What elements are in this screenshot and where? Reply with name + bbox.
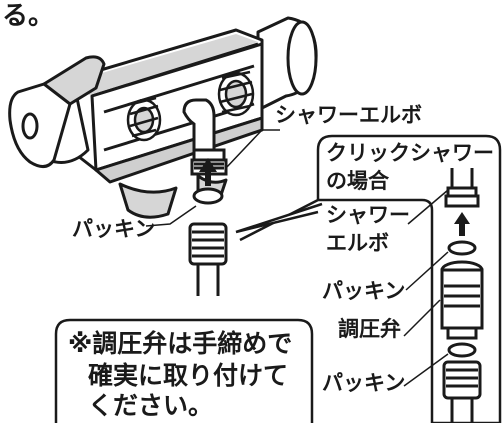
leader-lines [145, 129, 280, 227]
note-line1: ※調圧弁は手締めで [68, 329, 292, 358]
packing-ring-main [192, 187, 224, 205]
inlet-thread-left [126, 96, 162, 142]
label-shower-elbow-main: シャワーエルボ [275, 103, 422, 127]
top-text-fragment: る。 [2, 1, 54, 31]
label-packing-upper: パッキン [322, 279, 405, 303]
packing-ring-click-upper [447, 240, 477, 256]
arrow-up-main [199, 158, 217, 186]
label-click-shower-elbow-line1: シャワー [326, 203, 410, 227]
pressure-valve [440, 260, 484, 340]
note-box [54, 318, 314, 423]
label-packing-lower: パッキン [322, 371, 405, 395]
note-line2: 確実に取り付けて [88, 361, 288, 390]
hose-main [188, 222, 228, 296]
hose-click [442, 360, 482, 423]
inlet-thread-right [217, 70, 255, 117]
click-shower-elbow [444, 168, 480, 208]
label-click-shower-elbow-line2: エルボ [326, 231, 389, 255]
label-packing-main: パッキン [72, 217, 155, 241]
click-shower-title-line1: クリックシャワー [326, 141, 494, 165]
label-pressure-valve: 調圧弁 [338, 317, 401, 341]
note-line3: ください。 [88, 391, 213, 420]
click-shower-title-line2: の場合 [326, 169, 390, 193]
faucet-body [8, 16, 318, 219]
callout-pointer [235, 202, 323, 234]
click-leader-lines [403, 189, 449, 387]
arrow-up-click [454, 212, 470, 236]
packing-ring-click-lower [447, 342, 477, 358]
